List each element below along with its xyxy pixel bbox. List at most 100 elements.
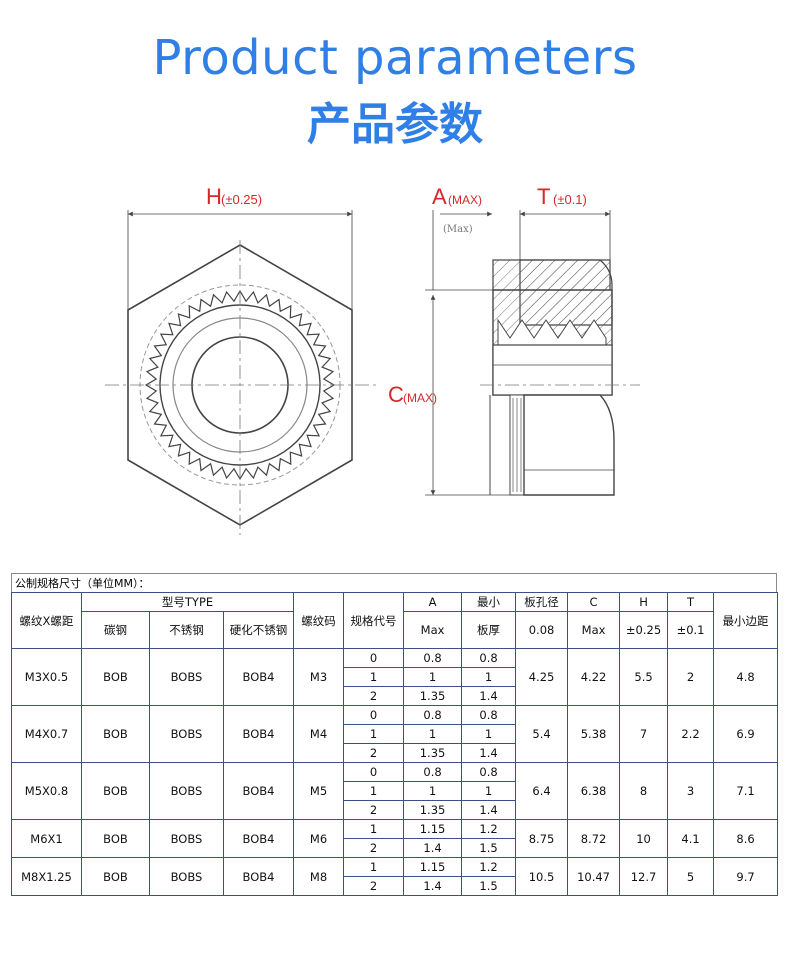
- header-c: C: [567, 592, 621, 612]
- cell-thread-code: M6: [293, 819, 345, 858]
- cell-min-thickness: 0.8: [461, 762, 517, 782]
- cell-min-thickness: 0.8: [461, 705, 517, 725]
- cell-a: 0.8: [403, 762, 463, 782]
- side-view: [425, 210, 640, 496]
- cell-spec-code: 2: [343, 800, 405, 820]
- cell-min-thickness: 1.4: [461, 800, 517, 820]
- title-chinese: 产品参数: [307, 99, 483, 150]
- cell-spec-code: 0: [343, 648, 405, 668]
- cell-min-thickness: 0.8: [461, 648, 517, 668]
- header-type: 型号TYPE: [80, 592, 295, 612]
- t-dimension-letter: T: [537, 184, 550, 209]
- cell-hard-stainless: BOB4: [222, 762, 295, 820]
- cell-c: 5.38: [567, 705, 621, 763]
- cell-c: 10.47: [567, 857, 621, 896]
- cell-spec-code: 1: [343, 724, 405, 744]
- cell-carbon-steel: BOB: [81, 762, 150, 820]
- cell-hard-stainless: BOB4: [222, 705, 295, 763]
- cell-spec-code: 1: [343, 819, 405, 839]
- cell-thread-code: M5: [293, 762, 345, 820]
- cell-a: 0.8: [403, 705, 463, 725]
- cell-t: 5: [667, 857, 715, 896]
- spec-table-container: 公制规格尺寸（单位MM）： 螺纹X螺距 型号TYPE 螺纹码 规格代号 A 最小…: [11, 573, 779, 896]
- cell-a: 1: [403, 724, 463, 744]
- a-dimension-letter: A: [432, 184, 447, 209]
- cell-min-thickness: 1: [461, 781, 517, 801]
- a-dimension-sub: (Max): [443, 224, 473, 235]
- header-carbon: 碳钢: [81, 611, 150, 649]
- cell-thread: M6X1: [11, 819, 82, 858]
- cell-h: 7: [619, 705, 669, 763]
- cell-a: 1.35: [403, 800, 463, 820]
- c-dimension-letter: C: [388, 382, 404, 407]
- header-sheet-thickness: 板厚: [461, 611, 517, 649]
- cell-hole: 8.75: [515, 819, 569, 858]
- cell-thread: M4X0.7: [11, 705, 82, 763]
- cell-thread: M5X0.8: [11, 762, 82, 820]
- cell-thread-code: M4: [293, 705, 345, 763]
- a-dimension-tolerance: (MAX): [448, 193, 482, 207]
- cell-hard-stainless: BOB4: [222, 819, 295, 858]
- cell-stainless: BOBS: [149, 648, 224, 706]
- cell-t: 2.2: [667, 705, 715, 763]
- cell-a: 0.8: [403, 648, 463, 668]
- cell-spec-code: 2: [343, 743, 405, 763]
- cell-spec-code: 2: [343, 876, 405, 896]
- cell-a: 1.4: [403, 838, 463, 858]
- cell-c: 4.22: [567, 648, 621, 706]
- cell-min-thickness: 1.5: [461, 838, 517, 858]
- cell-min-edge: 4.8: [713, 648, 779, 706]
- cell-spec-code: 2: [343, 838, 405, 858]
- header-min: 最小: [461, 592, 517, 612]
- header-thread: 螺纹X螺距: [11, 592, 82, 649]
- cell-spec-code: 1: [343, 781, 405, 801]
- cell-min-thickness: 1.4: [461, 686, 517, 706]
- cell-thread: M8X1.25: [11, 857, 82, 896]
- cell-carbon-steel: BOB: [81, 648, 150, 706]
- cell-c: 8.72: [567, 819, 621, 858]
- cell-thread: M3X0.5: [11, 648, 82, 706]
- cell-a: 1.15: [403, 819, 463, 839]
- header-a: A: [403, 592, 463, 612]
- cell-spec-code: 0: [343, 762, 405, 782]
- cell-min-thickness: 1: [461, 724, 517, 744]
- cell-min-thickness: 1.4: [461, 743, 517, 763]
- cell-hole: 4.25: [515, 648, 569, 706]
- cell-spec-code: 2: [343, 686, 405, 706]
- cell-min-edge: 7.1: [713, 762, 779, 820]
- cell-hole: 6.4: [515, 762, 569, 820]
- h-dimension-tolerance: (±0.25): [221, 192, 262, 207]
- cell-t: 2: [667, 648, 715, 706]
- cell-min-edge: 8.6: [713, 819, 779, 858]
- cell-h: 5.5: [619, 648, 669, 706]
- header-t: T: [667, 592, 715, 612]
- cell-hard-stainless: BOB4: [222, 648, 295, 706]
- cell-stainless: BOBS: [149, 819, 224, 858]
- cell-carbon-steel: BOB: [81, 819, 150, 858]
- header-thread-code: 螺纹码: [293, 592, 345, 649]
- cell-hard-stainless: BOB4: [222, 857, 295, 896]
- spec-table: 螺纹X螺距 型号TYPE 螺纹码 规格代号 A 最小 板孔径 C H T 最小边…: [11, 592, 779, 896]
- cell-c: 6.38: [567, 762, 621, 820]
- header-a-unit: Max: [403, 611, 463, 649]
- cell-spec-code: 1: [343, 667, 405, 687]
- cell-a: 1: [403, 667, 463, 687]
- header-spec-code: 规格代号: [343, 592, 405, 649]
- cell-min-thickness: 1.5: [461, 876, 517, 896]
- table-caption: 公制规格尺寸（单位MM）：: [11, 573, 777, 592]
- cell-a: 1.15: [403, 857, 463, 877]
- cell-a: 1.35: [403, 686, 463, 706]
- c-dimension-tolerance: (MAX): [403, 391, 437, 405]
- cell-h: 12.7: [619, 857, 669, 896]
- header-h: H: [619, 592, 669, 612]
- cell-min-thickness: 1: [461, 667, 517, 687]
- header-c-unit: Max: [567, 611, 621, 649]
